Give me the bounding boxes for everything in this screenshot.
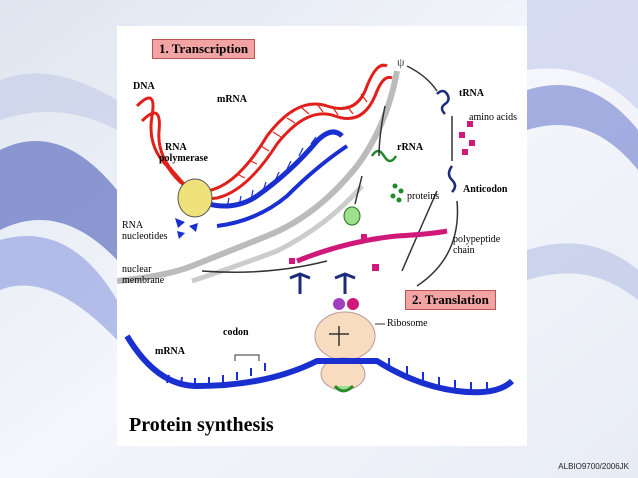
mrna-transcript-top — [185, 129, 344, 209]
nuclear-membrane-label-2: membrane — [122, 275, 165, 286]
diagram-panel: ψ — [117, 26, 527, 446]
amino-acid-squares — [459, 121, 475, 155]
dna-rungs — [236, 93, 368, 179]
bg-swirl-left — [0, 141, 117, 260]
bg-swirl-right — [527, 0, 638, 110]
polypeptide-beads — [289, 234, 379, 271]
codon-bracket — [234, 354, 260, 361]
trna-label: tRNA — [459, 88, 484, 99]
credit-text: ALBIO9700/2006JK — [558, 462, 629, 471]
polypeptide-chain — [296, 228, 448, 264]
rna-nucleotides-label-2: nucleotides — [122, 231, 168, 242]
trna-molecule — [436, 89, 450, 115]
charged-trna — [447, 165, 457, 193]
ribosome-bottom-green — [333, 384, 355, 393]
bg-swirl-left-2 — [0, 236, 117, 340]
nuclear-membrane-label-1: nuclear — [122, 264, 152, 275]
rrna-strand — [370, 149, 398, 163]
polypeptide-label-2: chain — [453, 245, 475, 256]
dna-strand-1 — [135, 63, 388, 194]
dna-label: DNA — [133, 81, 155, 92]
rna-polymerase-label-2: polymerase — [159, 153, 208, 164]
mrna-transcript-bottom — [216, 144, 349, 228]
mrna-codon-ticks — [166, 358, 488, 390]
mrna-bases-top — [226, 136, 317, 209]
ribosome-site-1 — [333, 298, 345, 310]
protein-synthesis-diagram: ψ — [117, 55, 515, 396]
codon-label: codon — [223, 327, 249, 338]
rrna-label: rRNA — [397, 142, 424, 153]
bg-swirl-left-3 — [0, 73, 117, 130]
ribosome-large-subunit — [314, 311, 376, 361]
small-subunit — [343, 206, 361, 226]
protein-dots — [390, 183, 404, 203]
transcription-heading: 1. Transcription — [152, 39, 256, 59]
ribosome-trna-cross — [329, 326, 349, 346]
amino-acids-label: amino acids — [469, 112, 518, 123]
trna-on-ribosome — [289, 272, 356, 294]
rna-nucleotides-label-1: RNA — [122, 220, 144, 231]
mrna-top-label: mRNA — [217, 94, 247, 105]
rna-nucleotides-shapes — [175, 218, 198, 239]
ribosome-label: Ribosome — [387, 318, 428, 329]
rna-polymerase-label-1: RNA — [165, 142, 187, 153]
nuclear-membrane-outer — [117, 70, 400, 284]
translation-heading: 2. Translation — [405, 290, 496, 310]
ribosome-site-2 — [347, 298, 359, 310]
bg-swirl-right-2 — [527, 85, 638, 170]
dna-strand-2 — [140, 75, 393, 200]
trna-gene-symbol: ψ — [397, 55, 405, 69]
diagram-title: Protein synthesis — [129, 414, 274, 436]
rna-polymerase — [177, 178, 213, 218]
anticodon-label: Anticodon — [463, 184, 508, 195]
proteins-label: proteins — [407, 191, 440, 202]
bg-swirl-right-3 — [527, 243, 638, 300]
mrna-strand-bottom — [124, 334, 515, 396]
polypeptide-label-1: polypeptide — [453, 234, 501, 245]
mrna-bottom-label: mRNA — [155, 346, 185, 357]
